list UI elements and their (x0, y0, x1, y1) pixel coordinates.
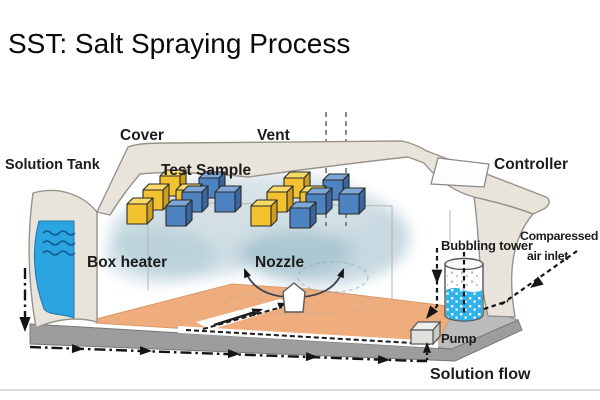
bubbling-tower-group (444, 252, 484, 322)
test-sample-label: Test Sample (161, 162, 252, 179)
test-cube (214, 185, 242, 213)
vent-dashed-lines (325, 112, 347, 226)
pump-group (409, 320, 442, 346)
pump-box (410, 329, 434, 345)
chamber-floor (95, 283, 457, 348)
test-cube (165, 199, 193, 227)
bottom-divider (0, 389, 600, 391)
controller-label: Controller (494, 156, 568, 173)
compressed-air-label-line1: Comparessed (520, 229, 598, 243)
solution-flow-dashline (29, 342, 432, 365)
nozzle-shape (282, 282, 306, 313)
test-cube (250, 199, 278, 227)
pump-label: Pump (441, 331, 477, 346)
box-heater-label: Box heater (87, 254, 167, 271)
platform-front-face (29, 319, 523, 362)
test-cube (126, 197, 154, 225)
solution-tank-label: Solution Tank (5, 157, 101, 173)
diagram-labels: Solution Tank Cover Vent Test Sample Con… (5, 127, 598, 383)
solution-flow-label: Solution flow (430, 366, 531, 383)
right-wall-column (473, 196, 534, 318)
test-cube (338, 187, 366, 215)
solution-tank-water (33, 220, 75, 319)
slide-title: SST: Salt Spraying Process (8, 28, 350, 59)
drain-channel-arrows (185, 299, 431, 345)
compressed-air-label-line2: air inlet (527, 249, 568, 263)
compressed-air-line (483, 250, 578, 311)
cover-label: Cover (120, 127, 164, 144)
nozzle-group (240, 266, 348, 313)
controller-window (430, 157, 490, 188)
test-cube (289, 201, 317, 229)
tower-to-pump-line (422, 248, 443, 323)
bubbling-tower-label: Bubbling tower (441, 238, 533, 253)
nozzle-label: Nozzle (255, 254, 304, 271)
vent-label: Vent (257, 127, 290, 144)
water-wave-lines (42, 230, 76, 256)
tank-drain-arrow (19, 268, 31, 332)
